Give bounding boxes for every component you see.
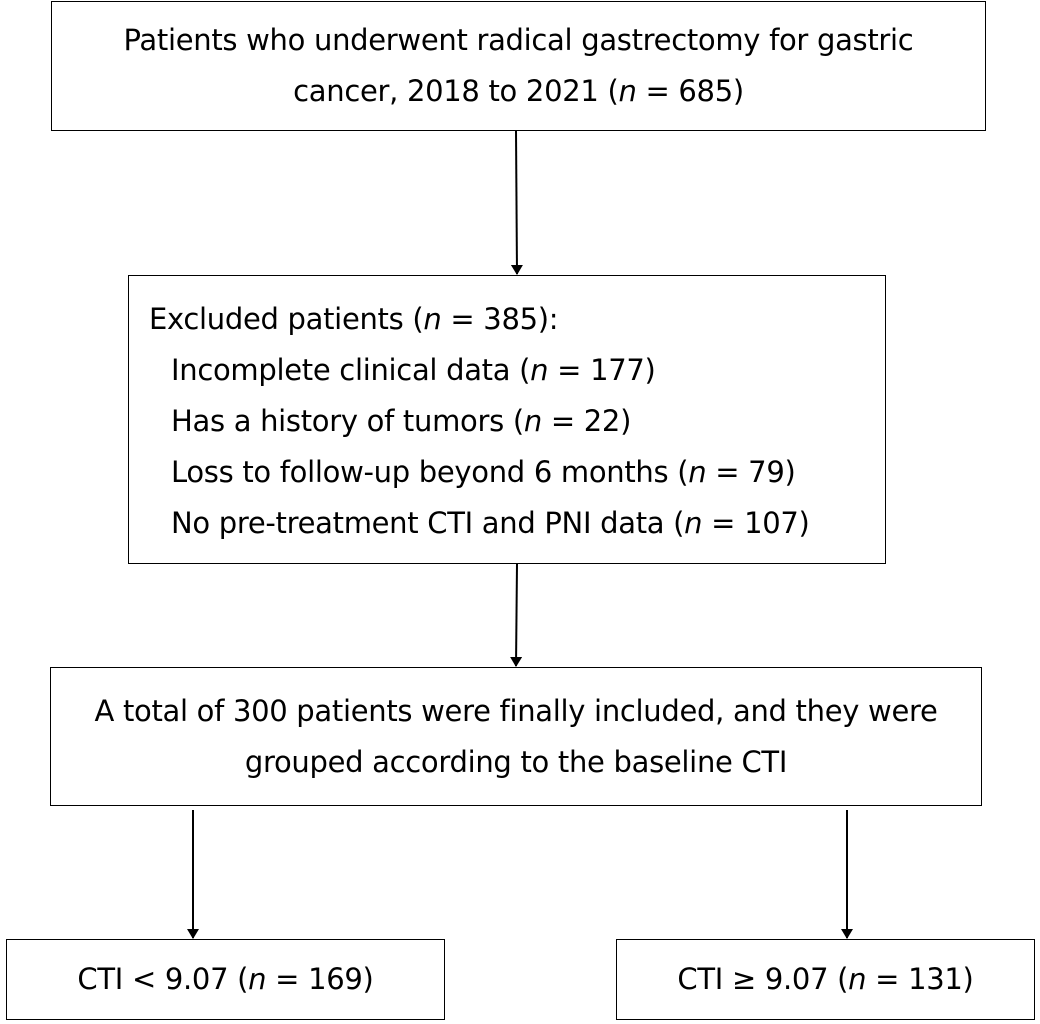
excluded-header-text: Excluded patients (	[149, 302, 424, 336]
total-line-2-text: cancer, 2018 to 2021 (	[293, 74, 619, 108]
excluded-item-text: Has a history of tumors (	[171, 404, 524, 438]
included-patients-box: A total of 300 patients were finally inc…	[50, 667, 982, 806]
arrow-total-to-excluded	[510, 130, 523, 275]
excluded-item-count: = 177)	[548, 353, 656, 387]
excluded-item-tumor-history: Has a history of tumors (n = 22)	[149, 396, 810, 447]
n-symbol: n	[688, 455, 707, 489]
total-patients-box: Patients who underwent radical gastrecto…	[51, 1, 986, 131]
included-line-2: grouped according to the baseline CTI	[244, 744, 788, 779]
excluded-patients-box: Excluded patients (n = 385): Incomplete …	[128, 275, 886, 564]
n-symbol: n	[684, 506, 703, 540]
n-symbol: n	[848, 962, 867, 996]
excluded-item-count: = 79)	[706, 455, 796, 489]
cti-high-count: = 131)	[866, 962, 974, 996]
included-line-1: A total of 300 patients were finally inc…	[94, 693, 938, 728]
cti-high-text: CTI ≥ 9.07 (	[677, 962, 849, 996]
n-symbol: n	[248, 962, 267, 996]
total-line-2: cancer, 2018 to 2021 (n = 685)	[124, 66, 914, 117]
n-symbol: n	[423, 302, 442, 336]
total-line-1: Patients who underwent radical gastrecto…	[123, 23, 914, 57]
n-symbol: n	[523, 404, 542, 438]
excluded-item-text: Loss to follow-up beyond 6 months (	[171, 455, 689, 489]
excluded-item-count: = 22)	[541, 404, 632, 438]
cti-low-text: CTI < 9.07 (	[77, 962, 249, 996]
n-symbol: n	[530, 353, 549, 387]
excluded-header: Excluded patients (n = 385):	[149, 294, 810, 345]
total-count: = 685)	[636, 74, 744, 108]
cti-high-group-box: CTI ≥ 9.07 (n = 131)	[616, 939, 1035, 1020]
n-symbol: n	[618, 74, 637, 108]
excluded-item-count: = 107)	[702, 506, 810, 540]
excluded-item-text: Incomplete clinical data (	[171, 353, 531, 387]
excluded-item-text: No pre-treatment CTI and PNI data (	[171, 506, 685, 540]
cti-low-group-box: CTI < 9.07 (n = 169)	[6, 939, 445, 1020]
cti-low-label: CTI < 9.07 (n = 169)	[77, 954, 373, 1005]
excluded-item-incomplete-data: Incomplete clinical data (n = 177)	[149, 345, 810, 396]
excluded-item-no-cti-pni: No pre-treatment CTI and PNI data (n = 1…	[149, 498, 810, 549]
excluded-header-count: = 385):	[441, 302, 559, 336]
cti-low-count: = 169)	[266, 962, 374, 996]
cti-high-label: CTI ≥ 9.07 (n = 131)	[677, 954, 973, 1005]
excluded-item-lost-follow-up: Loss to follow-up beyond 6 months (n = 7…	[149, 447, 810, 498]
arrow-excluded-to-included	[510, 563, 523, 667]
